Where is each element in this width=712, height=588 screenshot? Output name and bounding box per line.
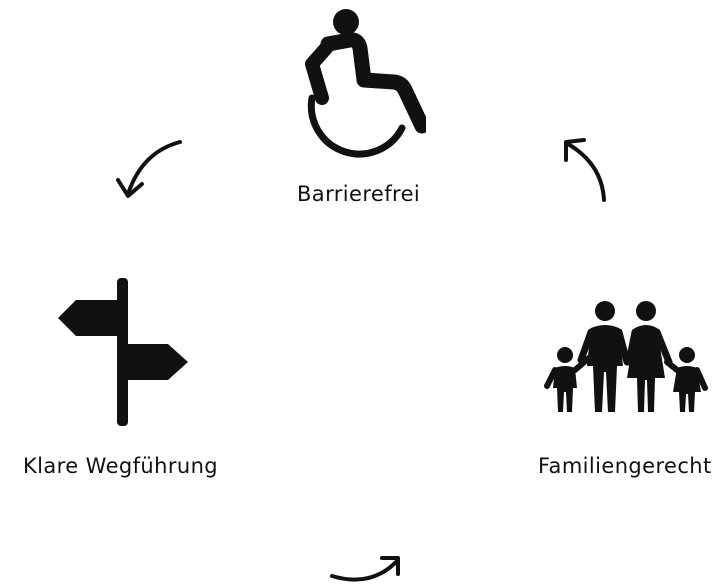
node-label-barrierefrei: Barrierefrei <box>297 182 421 206</box>
wheelchair-icon <box>298 6 426 158</box>
arrow-barrierefrei-to-klare-wegfuehrung <box>112 136 188 206</box>
arrow-klare-wegfuehrung-to-familiengerecht <box>326 548 408 588</box>
signpost-icon <box>54 276 190 428</box>
arrow-familiengerecht-to-barrierefrei <box>556 134 616 206</box>
family-icon <box>543 300 709 416</box>
node-label-familiengerecht: Familiengerecht <box>538 454 712 478</box>
node-label-klare-wegfuehrung: Klare Wegführung <box>23 454 219 478</box>
